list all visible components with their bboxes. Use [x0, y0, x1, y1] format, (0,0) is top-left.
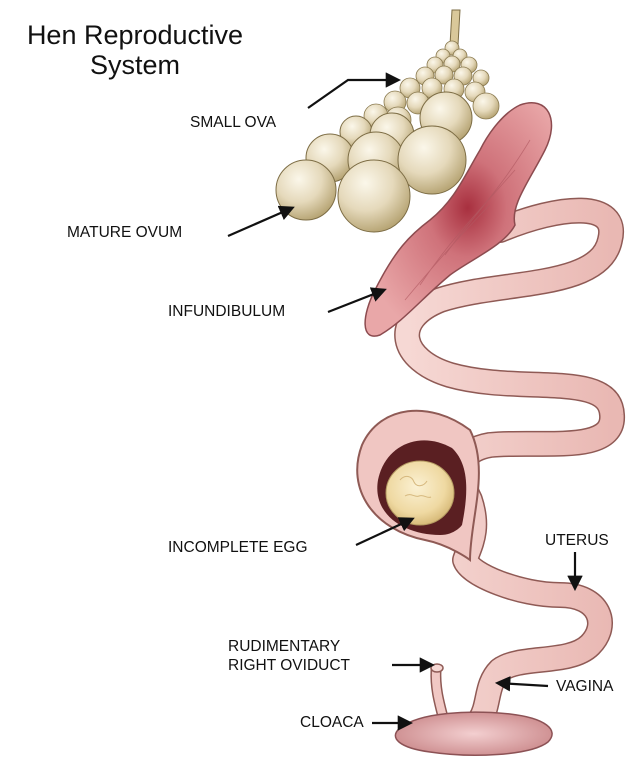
label-infundibulum: INFUNDIBULUM — [168, 302, 285, 321]
cloaca-shape — [395, 712, 552, 755]
label-uterus: UTERUS — [545, 531, 609, 550]
label-incomplete-egg: INCOMPLETE EGG — [168, 538, 308, 557]
title-line-1: Hen Reproductive — [10, 20, 260, 50]
arrow-mature-ovum — [228, 208, 292, 236]
ovary-stalk — [450, 10, 460, 45]
label-vagina: VAGINA — [556, 677, 613, 696]
title-line-2: System — [10, 50, 260, 80]
uterus-pouch — [357, 411, 479, 560]
label-rudimentary-line-2: RIGHT OVIDUCT — [228, 656, 350, 675]
label-rudimentary-line-1: RUDIMENTARY — [228, 637, 340, 656]
label-small-ova: SMALL OVA — [190, 113, 276, 132]
label-cloaca: CLOACA — [300, 713, 364, 732]
label-mature-ovum: MATURE OVUM — [67, 223, 182, 242]
arrow-vagina — [498, 683, 548, 686]
diagram-title: Hen Reproductive System — [10, 20, 260, 80]
